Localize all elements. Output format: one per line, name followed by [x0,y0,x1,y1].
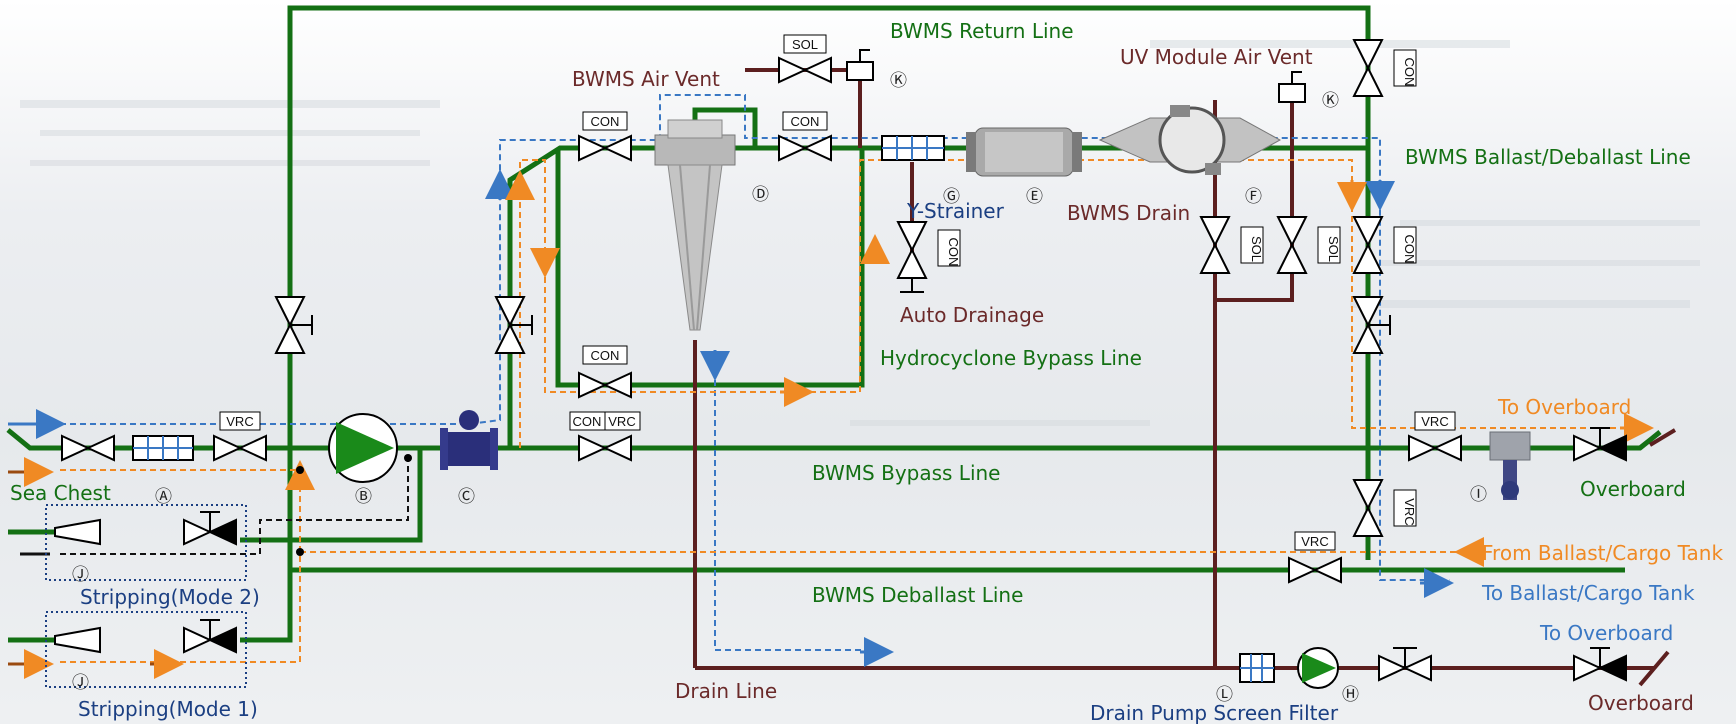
tag-con-3: CON [591,348,620,363]
background-texture [20,40,1700,426]
label-drain-pump-filter: Drain Pump Screen Filter [1090,701,1339,724]
marker-j-mode1: Ⓙ [72,673,89,693]
filter-a [132,435,194,461]
label-from-tank: From Ballast/Cargo Tank [1482,541,1723,565]
tag-vrc-5: VRC [1402,498,1417,525]
label-drain-line: Drain Line [675,679,777,703]
label-air-vent: BWMS Air Vent [572,67,720,91]
label-to-overboard-1: To Overboard [1497,395,1631,419]
valve-air-vent-sol[interactable] [778,57,832,83]
marker-l: Ⓛ [1216,685,1233,705]
valve-auto-drain[interactable] [897,221,927,279]
tag-vrc-4: VRC [1301,534,1328,549]
tag-con-4: CON [573,414,602,429]
label-sea-chest: Sea Chest [10,481,111,505]
label-uv-air-vent: UV Module Air Vent [1120,45,1313,69]
label-stripping-1: Stripping(Mode 1) [78,697,258,721]
marker-j-mode2: Ⓙ [72,565,89,585]
label-return-line: BWMS Return Line [890,19,1074,43]
tag-con-6: CON [1402,235,1417,264]
label-overboard-2: Overboard [1588,691,1694,715]
label-ballast-line: BWMS Ballast/Deballast Line [1405,145,1691,169]
valve-ballast-con[interactable] [1353,216,1383,274]
marker-i: Ⓘ [1470,485,1487,505]
y-strainer-g [881,135,945,161]
label-deballast-line: BWMS Deballast Line [812,583,1023,607]
ballast-flow [60,94,1450,651]
flow-meter-c [440,410,498,470]
marker-f: Ⓕ [1245,187,1262,207]
stripping-box-mode2 [45,504,247,581]
hydrocyclone-d [654,119,736,331]
label-bwms-drain: BWMS Drain [1067,201,1190,225]
valve-vrc-inlet[interactable] [213,435,267,461]
label-hydro-bypass: Hydrocyclone Bypass Line [880,346,1142,370]
marker-h: Ⓗ [1342,685,1359,705]
marker-e: Ⓔ [1026,187,1043,207]
stripping-box-mode1 [45,611,247,688]
deballast-flow [60,159,1640,663]
tag-con-2: CON [791,114,820,129]
manual-handles [200,278,1610,668]
valve-bypass-hydro[interactable] [578,372,632,398]
marker-k2: Ⓚ [1322,91,1339,111]
tag-con-1: CON [591,114,620,129]
overboard-valve-i [1489,431,1531,500]
valve-return-con[interactable] [1353,39,1383,97]
marker-k1: Ⓚ [890,71,907,91]
marker-a: Ⓐ [155,487,172,507]
tag-vrc-2: VRC [608,414,635,429]
label-auto-drainage: Auto Drainage [900,303,1044,327]
label-to-overboard-2: To Overboard [1539,621,1673,645]
valve-bypass-vrc[interactable] [578,435,632,461]
actuator-tags: CON CON SOL CON VRC CON VRC VRC VRC CON … [219,34,1456,551]
valve-drain-sol-2[interactable] [1277,216,1307,274]
filter-module-e [966,127,1082,177]
label-to-tank: To Ballast/Cargo Tank [1481,581,1695,605]
tag-sol-1: SOL [792,37,818,52]
tag-sol-2: SOL [1249,236,1264,262]
stripping-flow [60,458,409,555]
marker-b: Ⓑ [355,487,372,507]
tag-con-5: CON [946,238,961,267]
valve-deballast-vrc[interactable] [1288,557,1342,583]
label-bypass-line: BWMS Bypass Line [812,461,1000,485]
label-overboard-1: Overboard [1580,477,1686,501]
marker-g: Ⓖ [943,187,960,207]
label-y-strainer: Y-Strainer [906,199,1005,223]
valve-drain-sol-1[interactable] [1200,216,1230,274]
marker-d: Ⓓ [752,185,769,205]
tag-con-7: CON [1402,58,1417,87]
ballast-pump-b [328,413,398,483]
label-stripping-2: Stripping(Mode 2) [80,585,260,609]
tag-sol-3: SOL [1326,236,1341,262]
air-vent-k1 [846,61,874,81]
valve-overboard-vrc[interactable] [1408,435,1462,461]
marker-c: Ⓒ [458,487,475,507]
tag-vrc-1: VRC [226,414,253,429]
uv-module-f [1098,105,1282,175]
drain-pump-h [1297,647,1339,689]
valve-hydrocyclone-out[interactable] [778,135,832,161]
valve-sea-chest[interactable] [61,435,115,461]
ejector-mode1 [54,626,101,654]
air-vent-k2 [1278,83,1306,103]
tag-vrc-3: VRC [1421,414,1448,429]
ejector-mode2 [54,518,101,546]
screen-filter-l [1239,653,1275,683]
valve-deballast-vrc-v[interactable] [1353,479,1383,537]
